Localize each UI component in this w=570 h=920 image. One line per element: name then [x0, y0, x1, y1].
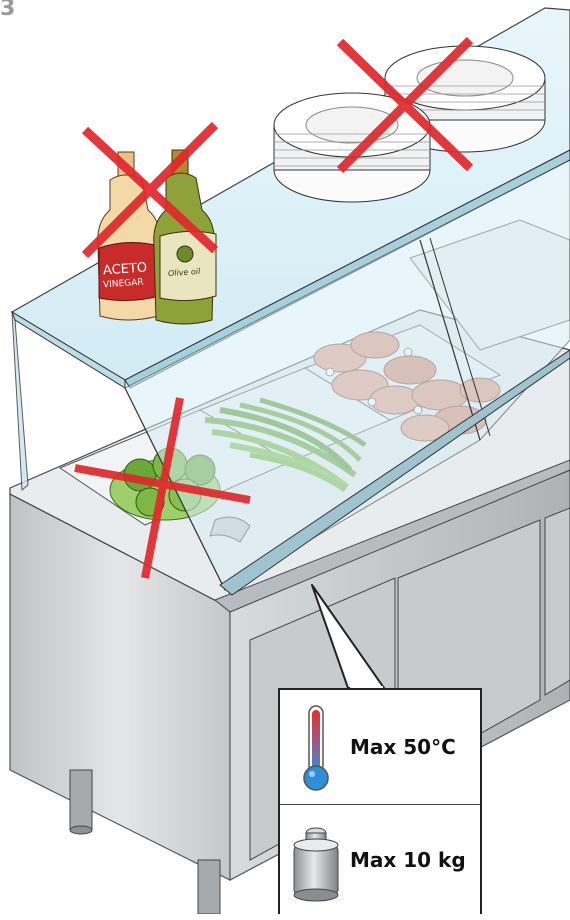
load-limits-callout: Max 50°C Max 10 kg — [278, 688, 482, 914]
temperature-limit-label: Max 50°C — [350, 735, 456, 759]
figure-number: 3 — [0, 0, 15, 21]
weight-limit-row: Max 10 kg — [280, 804, 480, 915]
weight-icon — [280, 805, 350, 915]
weight-limit-label: Max 10 kg — [350, 848, 466, 872]
temperature-limit-row: Max 50°C — [280, 690, 480, 804]
thermometer-icon — [280, 690, 350, 804]
vinegar-label-line1: ACETO — [103, 260, 148, 278]
